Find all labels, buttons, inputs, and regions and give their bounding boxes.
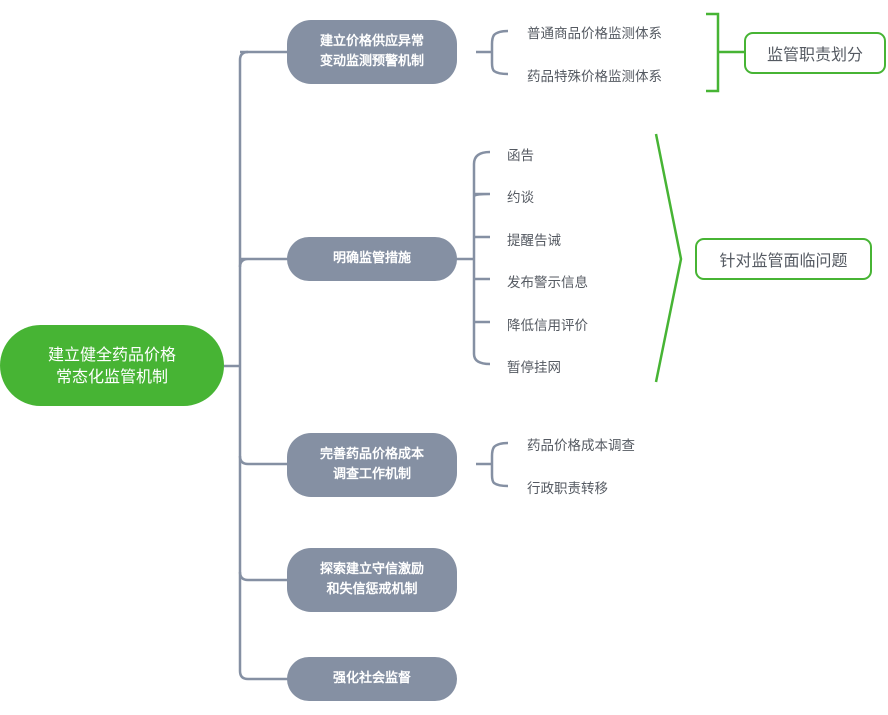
branch-label: 建立价格供应异常 变动监测预警机制	[319, 34, 424, 69]
root-node[interactable]: 建立健全药品价格 常态化监管机制	[0, 325, 224, 406]
branch-node-social-supervision[interactable]: 强化社会监督	[287, 657, 457, 701]
leaf-node[interactable]: 降低信用评价	[507, 318, 588, 334]
summary-node-issues[interactable]: 针对监管面临问题	[695, 238, 872, 280]
leaf-node[interactable]: 约谈	[507, 190, 534, 206]
leaf-bracket-3	[476, 441, 509, 488]
branch-connector-4	[238, 571, 288, 582]
branch-label: 强化社会监督	[332, 671, 411, 686]
leaf-node[interactable]: 药品特殊价格监测体系	[527, 69, 662, 85]
leaf-node[interactable]: 函告	[507, 148, 534, 164]
branch-node-credit-incentive[interactable]: 探索建立守信激励 和失信惩戒机制	[287, 548, 457, 612]
summary-bracket-1	[706, 12, 744, 93]
branch-node-cost-survey[interactable]: 完善药品价格成本 调查工作机制	[287, 433, 457, 497]
branch-connector-2	[238, 257, 288, 268]
leaf-node[interactable]: 发布警示信息	[507, 275, 588, 291]
summary-label: 监管职责划分	[766, 45, 863, 64]
branch-label: 明确监管措施	[332, 251, 411, 266]
root-label: 建立健全药品价格 常态化监管机制	[47, 344, 176, 386]
summary-node-responsibility[interactable]: 监管职责划分	[744, 32, 886, 74]
leaf-node[interactable]: 普通商品价格监测体系	[527, 26, 662, 42]
leaf-node[interactable]: 药品价格成本调查	[527, 438, 635, 454]
branch-label: 完善药品价格成本 调查工作机制	[319, 447, 424, 482]
leaf-node[interactable]: 行政职责转移	[527, 481, 608, 497]
leaf-node[interactable]: 提醒告诫	[507, 233, 561, 249]
summary-label: 针对监管面临问题	[719, 251, 848, 270]
leaf-node[interactable]: 暂停挂网	[507, 360, 561, 376]
branch-label: 探索建立守信激励 和失信惩戒机制	[319, 562, 424, 597]
branch-node-regulatory-measures[interactable]: 明确监管措施	[287, 237, 457, 281]
leaf-bracket-1	[476, 29, 509, 76]
branch-connector-3	[238, 455, 288, 466]
branch-node-price-monitoring[interactable]: 建立价格供应异常 变动监测预警机制	[287, 20, 457, 84]
trunk-line	[238, 50, 249, 681]
summary-bracket-2	[654, 133, 683, 383]
leaf-bracket-2	[456, 150, 491, 366]
